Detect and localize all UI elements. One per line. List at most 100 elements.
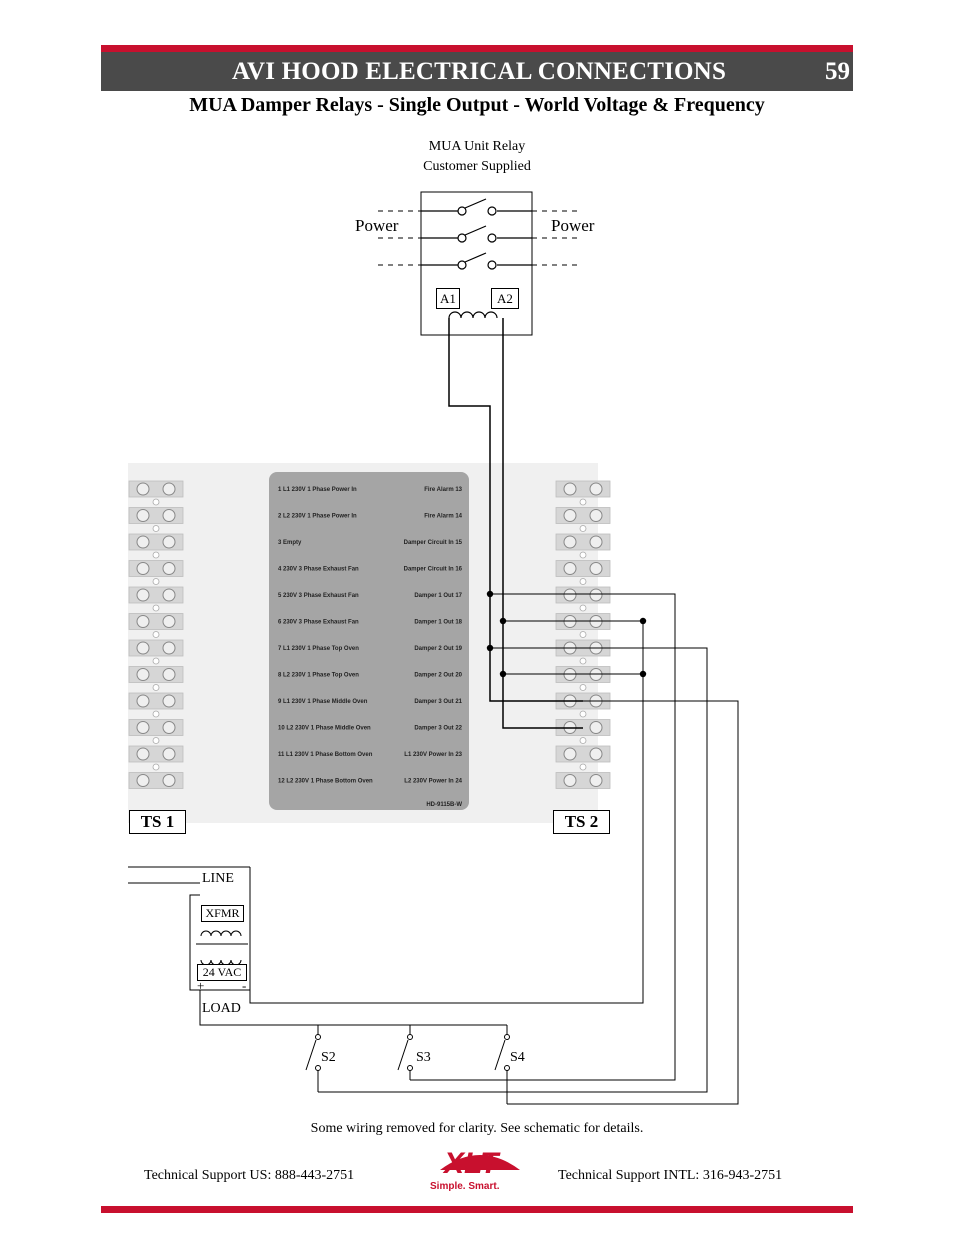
terminal-screw [136, 588, 150, 602]
terminal-screw [162, 774, 176, 787]
terminal-screw [563, 482, 577, 496]
relay-contacts [421, 198, 532, 270]
relay-box [420, 191, 533, 336]
terminal-screw [162, 535, 176, 549]
terminal-screw [563, 747, 577, 761]
terminal-jumper [579, 498, 587, 506]
terminal-jumper [579, 737, 587, 744]
support-us: Technical Support US: 888-443-2751 [144, 1168, 355, 1183]
terminal-jumper [579, 763, 587, 771]
terminal-jumper [579, 631, 587, 638]
terminal-screw [589, 774, 603, 787]
terminal-jumper [152, 763, 160, 771]
terminal-screw [136, 615, 150, 628]
terminal-screw [589, 721, 603, 734]
coil-terminal-a2: A2 [491, 288, 519, 309]
panel-row-left: 5 230V 3 Phase Exhaust Fan [278, 593, 359, 599]
switch-s3-label: S3 [416, 1050, 431, 1065]
relay-coil [448, 311, 498, 319]
terminal-strip-1 [128, 480, 184, 789]
footer-rule [101, 1206, 853, 1213]
terminal-jumper [152, 737, 160, 744]
page-number: 59 [825, 58, 850, 85]
terminal-jumper [152, 684, 160, 691]
panel-row-right: Damper Circuit In 16 [404, 567, 463, 573]
junction-dots [486, 590, 647, 678]
terminal-jumper [579, 684, 587, 691]
panel-row-left: 1 L1 230V 1 Phase Power In [278, 487, 357, 493]
terminal-screw [162, 562, 176, 575]
relay-caption-line2: Customer Supplied [423, 159, 531, 174]
coil-wires [448, 318, 583, 729]
panel-row-left: 4 230V 3 Phase Exhaust Fan [278, 567, 359, 573]
terminal-screw [162, 668, 176, 681]
panel-row-left: 12 L2 230V 1 Phase Bottom Oven [278, 779, 373, 785]
terminal-screw [162, 641, 176, 655]
panel-row-right: Fire Alarm 14 [424, 514, 462, 520]
terminal-jumper [152, 710, 160, 718]
panel-row-left: 11 L1 230V 1 Phase Bottom Oven [278, 752, 373, 758]
terminal-screw [162, 588, 176, 602]
terminal-screw [136, 668, 150, 681]
wiring-note: Some wiring removed for clarity. See sch… [310, 1121, 644, 1136]
terminal-jumper [579, 578, 587, 585]
ts2-label: TS 2 [553, 810, 610, 834]
panel-row-right: Damper 2 Out 19 [414, 646, 462, 652]
terminal-screw [136, 774, 150, 787]
terminal-screw [563, 535, 577, 549]
panel-row-right: Fire Alarm 13 [424, 487, 462, 493]
terminal-screw [136, 694, 150, 708]
panel-row-left: 8 L2 230V 1 Phase Top Oven [278, 673, 359, 679]
panel-row-right: Damper 1 Out 17 [414, 593, 462, 599]
panel-label-plate [269, 472, 469, 810]
damper-wires [249, 593, 739, 1105]
load-label: LOAD [202, 1001, 241, 1016]
ts1-label: TS 1 [129, 810, 186, 834]
terminal-screw [162, 721, 176, 734]
panel-row-left: 9 L1 230V 1 Phase Middle Oven [278, 699, 368, 705]
terminal-jumper [152, 657, 160, 665]
page-subtitle: MUA Damper Relays - Single Output - Worl… [189, 94, 765, 116]
terminal-screw [162, 615, 176, 628]
terminal-jumper [579, 657, 587, 665]
logo-tagline: Simple. Smart. [430, 1181, 500, 1192]
panel-row-right: Damper Circuit In 15 [404, 540, 463, 546]
terminal-jumper [579, 525, 587, 532]
page-title: AVI HOOD ELECTRICAL CONNECTIONS [232, 58, 727, 85]
switch-s2-label: S2 [321, 1050, 336, 1065]
terminal-screw [136, 562, 150, 575]
terminal-jumper [152, 525, 160, 532]
line-label: LINE [202, 871, 234, 886]
terminal-jumper [579, 604, 587, 612]
terminal-screw [136, 747, 150, 761]
terminal-screw [136, 535, 150, 549]
relay-caption-line1: MUA Unit Relay [428, 139, 526, 154]
panel-row-right: Damper 1 Out 18 [414, 620, 462, 626]
transformer [128, 866, 251, 991]
terminal-screw [563, 562, 577, 575]
terminal-jumper [152, 498, 160, 506]
terminal-screw [136, 509, 150, 522]
terminal-screw [589, 535, 603, 549]
switch-s4-label: S4 [510, 1050, 525, 1065]
panel-row-left: 6 230V 3 Phase Exhaust Fan [278, 620, 359, 626]
terminal-screw [136, 721, 150, 734]
terminal-jumper [579, 710, 587, 718]
terminal-jumper [152, 578, 160, 585]
terminal-screw [162, 747, 176, 761]
header-bar [101, 45, 853, 91]
logo-text: XLT [442, 1147, 501, 1180]
panel-part-number: HD-9115B-W [426, 802, 462, 808]
terminal-strip-2 [555, 480, 611, 789]
terminal-screw [136, 482, 150, 496]
panel-row-right: Damper 2 Out 20 [414, 673, 462, 679]
support-intl: Technical Support INTL: 316-943-2751 [558, 1168, 783, 1183]
switches [199, 990, 510, 1104]
terminal-screw [589, 562, 603, 575]
panel-row-right: Damper 3 Out 22 [414, 726, 462, 732]
terminal-jumper [579, 551, 587, 559]
terminal-screw [589, 588, 603, 602]
panel-row-left: 3 Empty [278, 540, 302, 546]
terminal-screw [563, 588, 577, 602]
